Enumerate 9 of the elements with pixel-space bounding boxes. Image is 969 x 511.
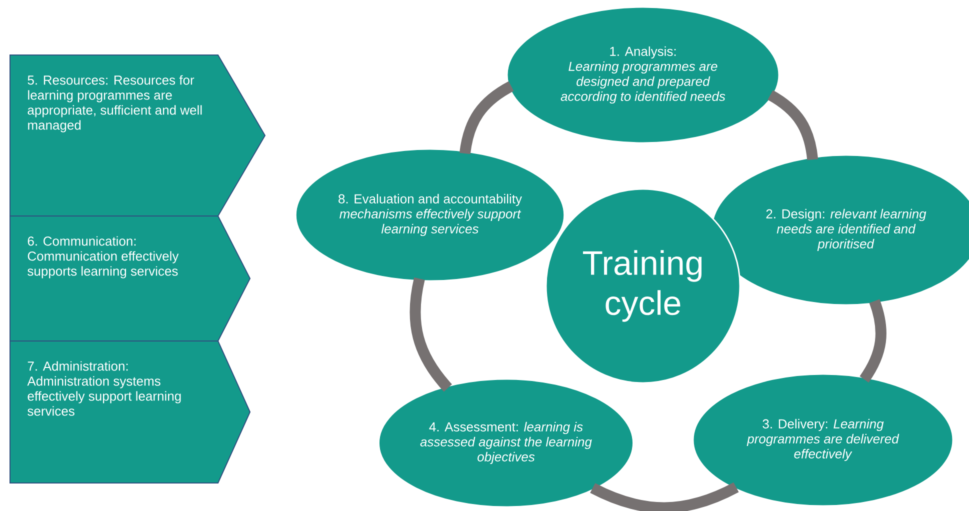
chevron-box: 7. Administration: Administration systems effectively support learning services — [10, 340, 251, 484]
chevron-box: 6. Communication: Communication effectively supports learning services — [10, 216, 251, 342]
ring-connector — [860, 299, 886, 382]
ring-connector — [459, 81, 514, 154]
chevron-box: 5. Resources: Resources for learning programmes are appropriate, sufficient and well managed — [10, 54, 266, 216]
ring-connector — [768, 90, 818, 160]
ring-connector — [590, 482, 739, 511]
node-label: 2. Design: relevant learning needs are identified and prioritised — [766, 208, 926, 252]
ring-connector — [410, 277, 452, 392]
